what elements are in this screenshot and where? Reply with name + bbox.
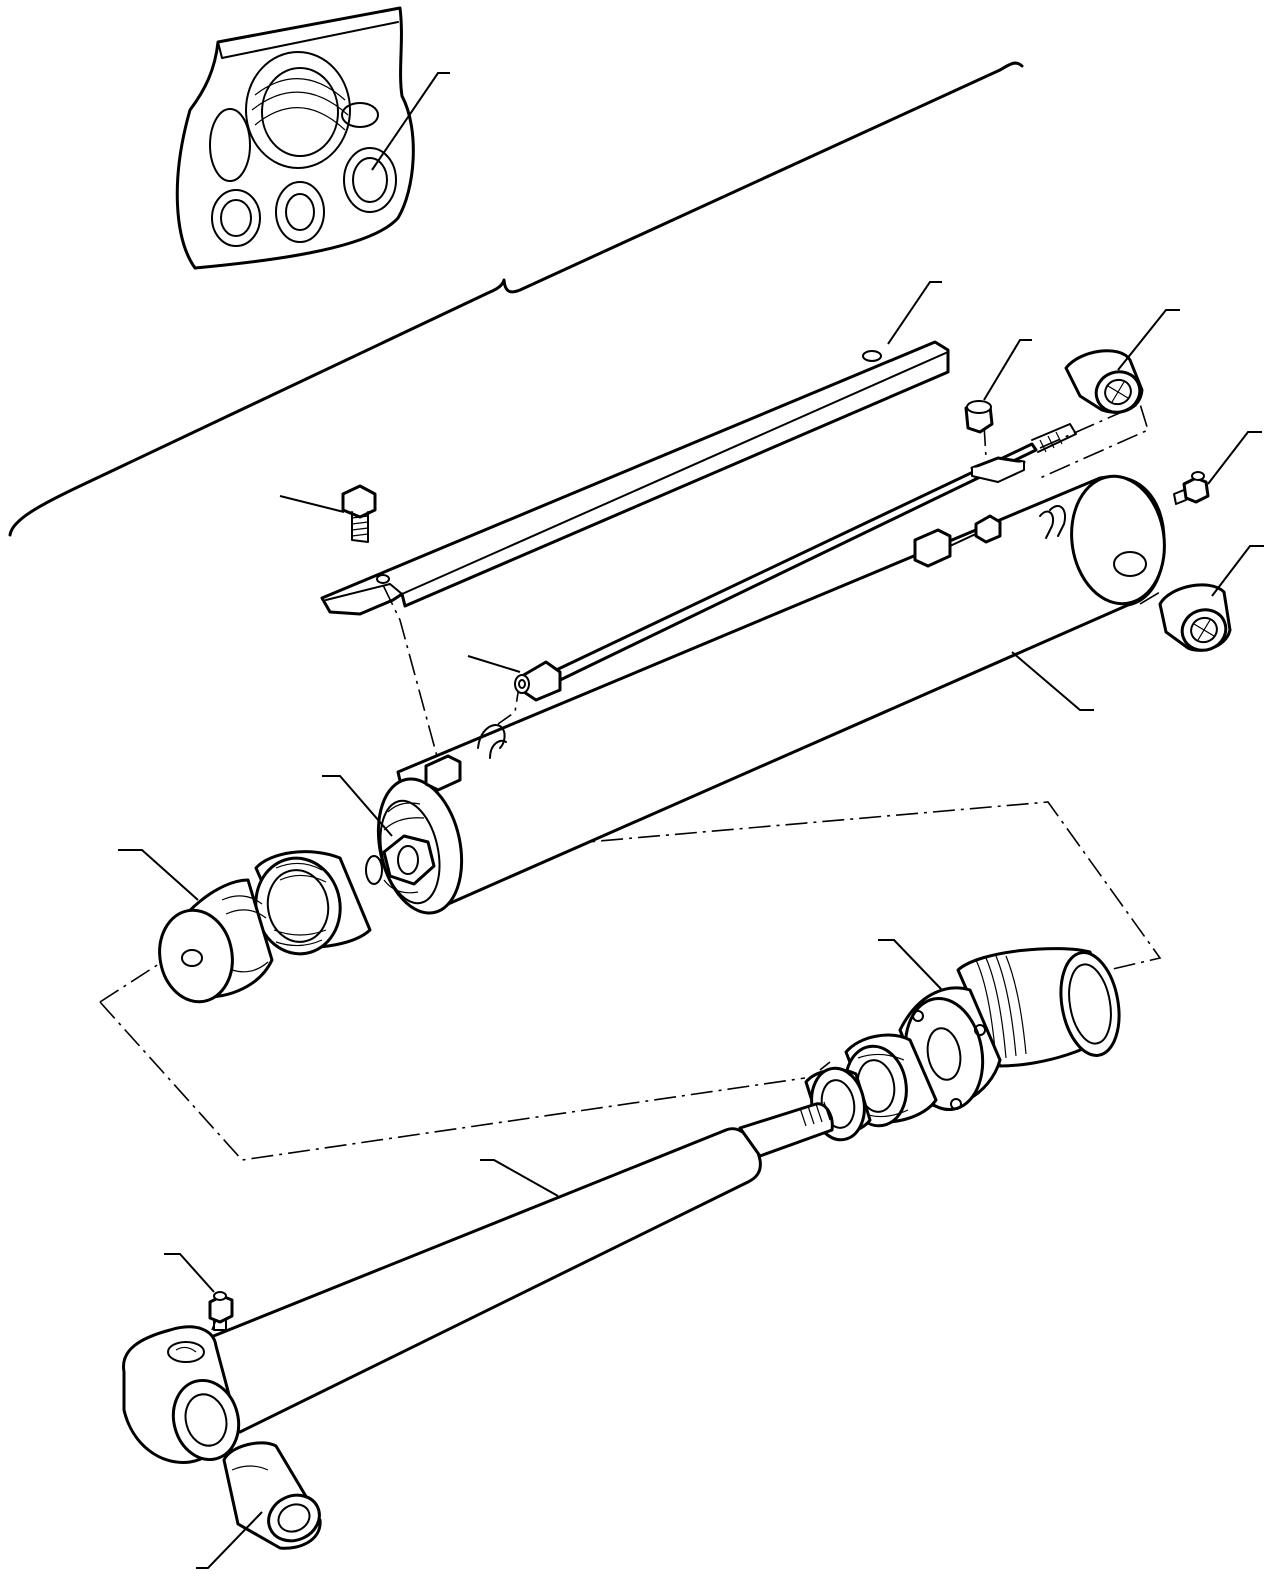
leader-gland <box>878 939 943 991</box>
leader-cover-bolt <box>279 495 345 513</box>
piston[interactable] <box>153 850 372 1007</box>
grease-fitting-rod[interactable] <box>208 1291 234 1331</box>
seal-kit-card[interactable] <box>175 6 415 270</box>
leader-piston <box>118 849 199 901</box>
leader-grease-rod <box>164 1253 215 1293</box>
piston-rod[interactable] <box>122 1101 834 1467</box>
leader-grease-barrel <box>1207 431 1262 485</box>
tube-clamp[interactable] <box>970 456 1026 483</box>
leader-bushing-upper-1 <box>1117 309 1180 371</box>
tube-nut[interactable] <box>964 400 994 434</box>
piston-nut[interactable] <box>365 834 436 886</box>
divider-line <box>8 61 1024 537</box>
cylinder-barrel[interactable] <box>367 470 1173 921</box>
leader-piston-rod <box>480 1159 559 1197</box>
gland[interactable] <box>804 947 1127 1144</box>
leader-barrel <box>1011 651 1094 711</box>
bushing-upper-2[interactable] <box>1158 583 1232 656</box>
leader-tube-nut-lower <box>467 655 521 673</box>
bushing-rod-end[interactable] <box>222 1441 327 1550</box>
leader-bushing-rod <box>196 1511 263 1569</box>
cover-bolt[interactable] <box>341 484 377 543</box>
leader-bushing-upper-2 <box>1211 545 1264 597</box>
protective-cover-plate[interactable] <box>320 340 950 616</box>
leader-tube-nut <box>983 339 1032 401</box>
leader-seal-kit <box>371 72 450 171</box>
hydraulic-tube[interactable] <box>514 423 1077 702</box>
grease-fitting-barrel[interactable] <box>1173 471 1210 505</box>
leader-cover-plate <box>887 281 942 345</box>
leader-piston-nut <box>322 775 393 837</box>
bushing-upper-1[interactable] <box>1064 349 1146 419</box>
